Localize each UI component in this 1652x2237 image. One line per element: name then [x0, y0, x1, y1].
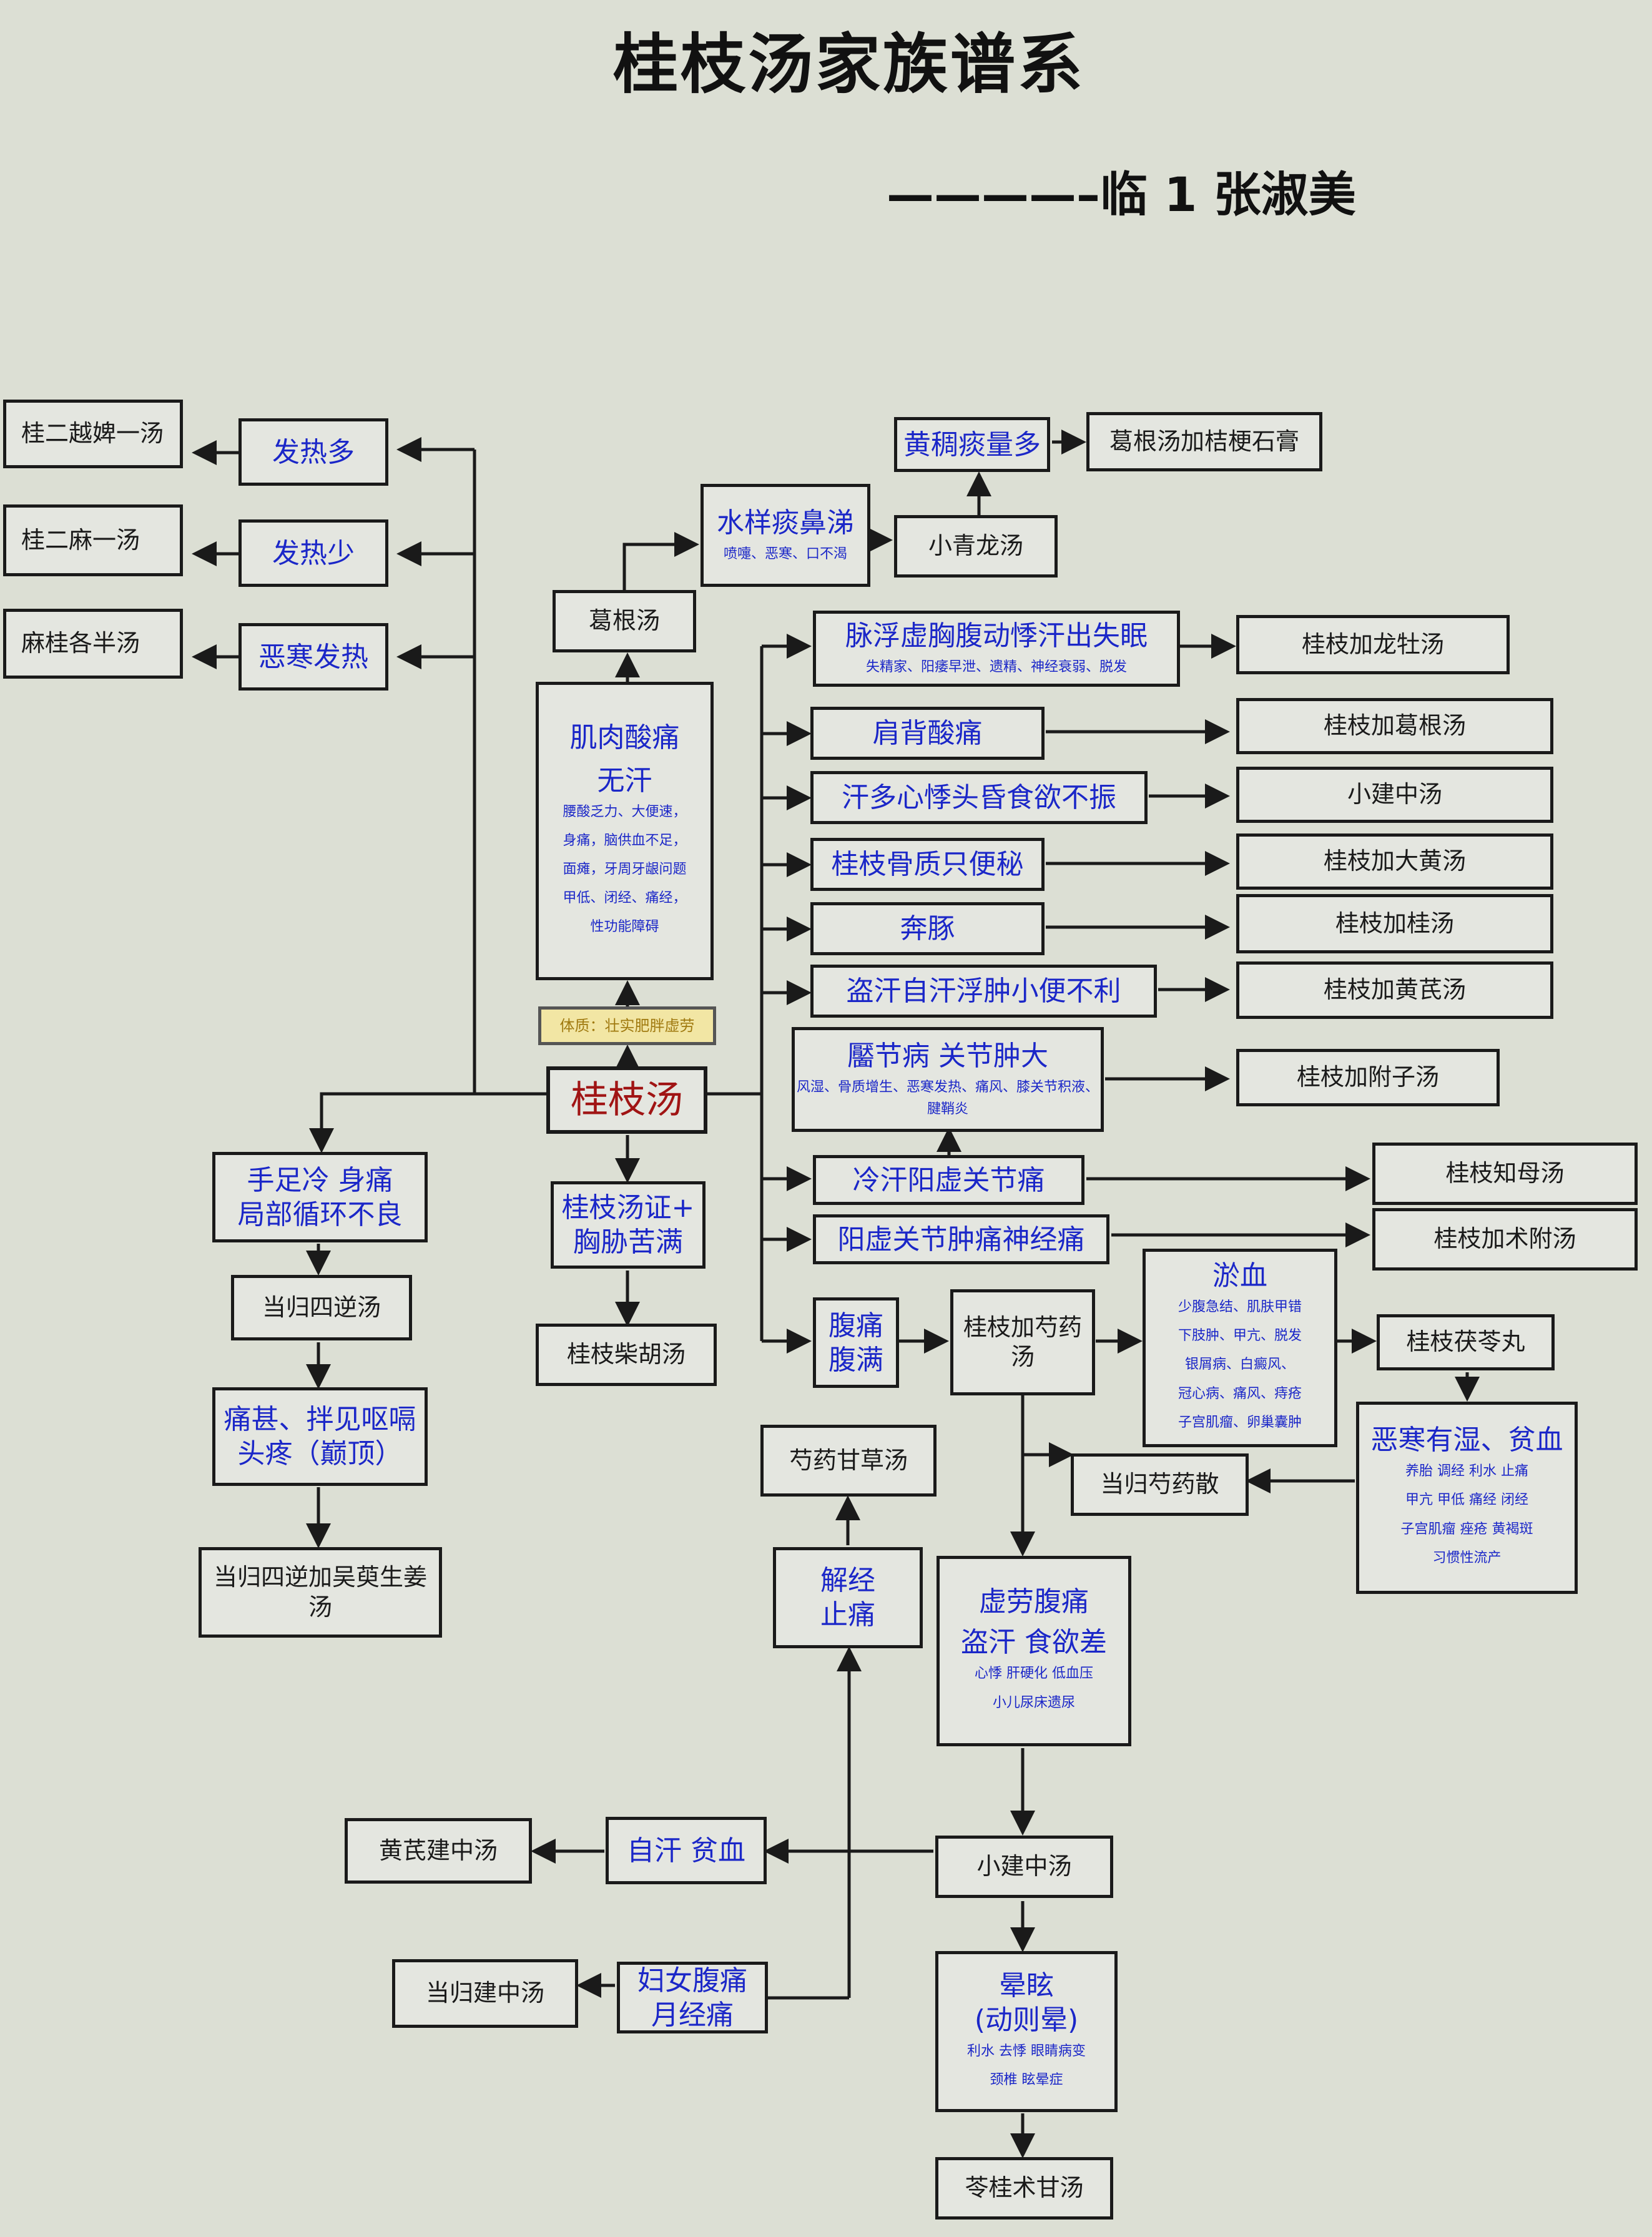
node-xiongxie[interactable]: 桂枝汤证+ 胸胁苦满 [551, 1181, 706, 1269]
node-ehan-fare[interactable]: 恶寒发热 [238, 623, 388, 691]
node-huangqi-jz[interactable]: 黄芪建中汤 [345, 1818, 532, 1884]
node-xiaoqinglong[interactable]: 小青龙汤 [894, 515, 1058, 578]
node-huangqi[interactable]: 桂枝加黄芪汤 [1236, 961, 1553, 1019]
node-root[interactable]: 桂枝汤 [546, 1066, 707, 1134]
diagram-author: ————–临 1 张淑美 [887, 167, 1356, 222]
node-jirou[interactable]: 肌肉酸痛 无汗 腰酸乏力、大便速， 身痛，脑供血不足， 面瘫，牙周牙龈问题 甲低… [536, 682, 714, 980]
node-xjz2[interactable]: 小建中汤 [1236, 767, 1553, 823]
node-shouzu[interactable]: 手足冷 身痛 局部循环不良 [212, 1152, 428, 1242]
node-xuanyun[interactable]: 晕眩 (动则晕) 利水 去悸 眼睛病变 颈椎 眩晕症 [935, 1951, 1118, 2112]
diagram-title: 桂枝汤家族谱系 [612, 26, 1085, 102]
node-shuiyang[interactable]: 水样痰鼻涕 喷嚏、恶寒、口不渴 [701, 484, 870, 587]
node-ehan-shi[interactable]: 恶寒有湿、贫血 养胎 调经 利水 止痛 甲亢 甲低 痛经 闭经 子宫肌瘤 痤疮 … [1356, 1402, 1578, 1594]
node-xulao[interactable]: 虚劳腹痛 盗汗 食欲差 心悸 肝硬化 低血压 小儿尿床遗尿 [937, 1556, 1131, 1746]
node-chaihu[interactable]: 桂枝柴胡汤 [536, 1324, 717, 1386]
node-gui2ma1[interactable]: 桂二麻一汤 [3, 504, 183, 576]
node-jiejing[interactable]: 解经 止痛 [773, 1547, 923, 1648]
node-gegen[interactable]: 葛根汤 [553, 590, 696, 652]
node-huangchou[interactable]: 黄稠痰量多 [894, 417, 1050, 472]
node-xiaojianzhong[interactable]: 小建中汤 [935, 1836, 1113, 1898]
node-gegenjia[interactable]: 葛根汤加桔梗石膏 [1086, 412, 1322, 471]
node-tizhi[interactable]: 体质：壮实肥胖虚劳 [538, 1006, 716, 1045]
edge-gegen-to-shuiyang [622, 532, 699, 593]
node-lenghan[interactable]: 冷汗阳虚关节痛 [813, 1155, 1084, 1205]
edge-right-trunk [707, 646, 764, 1341]
node-lingui[interactable]: 苓桂术甘汤 [935, 2157, 1113, 2220]
node-danggui-shaoyao[interactable]: 当归芍药散 [1071, 1453, 1249, 1516]
node-dahuang[interactable]: 桂枝加大黄汤 [1236, 833, 1553, 890]
node-gzfl[interactable]: 桂枝茯苓丸 [1377, 1314, 1555, 1370]
node-handuo[interactable]: 汗多心悸头昏食欲不振 [810, 771, 1148, 824]
node-shaoyao-gancao[interactable]: 芍药甘草汤 [760, 1425, 937, 1497]
node-longmu[interactable]: 桂枝加龙牡汤 [1236, 615, 1510, 674]
node-fare-shao[interactable]: 发热少 [238, 519, 388, 587]
node-fuzi[interactable]: 桂枝加附子汤 [1236, 1049, 1500, 1106]
node-bentun[interactable]: 奔豚 [810, 902, 1045, 955]
node-funv[interactable]: 妇女腹痛 月经痛 [617, 1962, 768, 2033]
node-zhimu[interactable]: 桂枝知母汤 [1372, 1143, 1638, 1205]
node-magui[interactable]: 麻桂各半汤 [3, 609, 183, 679]
node-futong[interactable]: 腹痛 腹满 [813, 1297, 899, 1388]
node-shufu[interactable]: 桂枝加术附汤 [1372, 1208, 1638, 1271]
node-fare-duo[interactable]: 发热多 [238, 418, 388, 486]
node-tongshen[interactable]: 痛甚、拌见呕嗝 头疼（巅顶） [212, 1387, 428, 1486]
node-lijie[interactable]: 靨节病 关节肿大 风湿、骨质增生、恶寒发热、痛风、膝关节积液、腱鞘炎 [792, 1027, 1104, 1132]
node-daohan[interactable]: 盗汗自汗浮肿小便不利 [810, 965, 1157, 1018]
node-dgsn[interactable]: 当归四逆汤 [231, 1275, 412, 1340]
node-jiashaoyao[interactable]: 桂枝加芍药 汤 [950, 1289, 1095, 1395]
node-maifu[interactable]: 脉浮虚胸腹动悸汗出失眠 失精家、阳痿早泄、遗精、神经衰弱、脱发 [813, 611, 1180, 687]
node-jianbei[interactable]: 肩背酸痛 [810, 707, 1045, 760]
edge-root-to-shouzu [309, 1092, 474, 1153]
node-yangxu[interactable]: 阳虚关节肿痛神经痛 [813, 1214, 1109, 1264]
node-yuxue[interactable]: 淤血 少腹急结、肌肤甲错 下肢肿、甲亢、脱发 银屑病、白癜风、 冠心病、痛风、痔… [1143, 1249, 1337, 1447]
node-danggui-jz[interactable]: 当归建中汤 [392, 1959, 578, 2028]
node-gegen2[interactable]: 桂枝加葛根汤 [1236, 698, 1553, 754]
node-jiagui[interactable]: 桂枝加桂汤 [1236, 894, 1553, 953]
node-guzhi[interactable]: 桂枝骨质只便秘 [810, 838, 1045, 891]
node-zihan[interactable]: 自汗 贫血 [606, 1817, 767, 1884]
node-dgsn-wzy[interactable]: 当归四逆加吴萸生姜 汤 [199, 1547, 442, 1638]
node-gui2yue1[interactable]: 桂二越婢一汤 [3, 400, 183, 468]
